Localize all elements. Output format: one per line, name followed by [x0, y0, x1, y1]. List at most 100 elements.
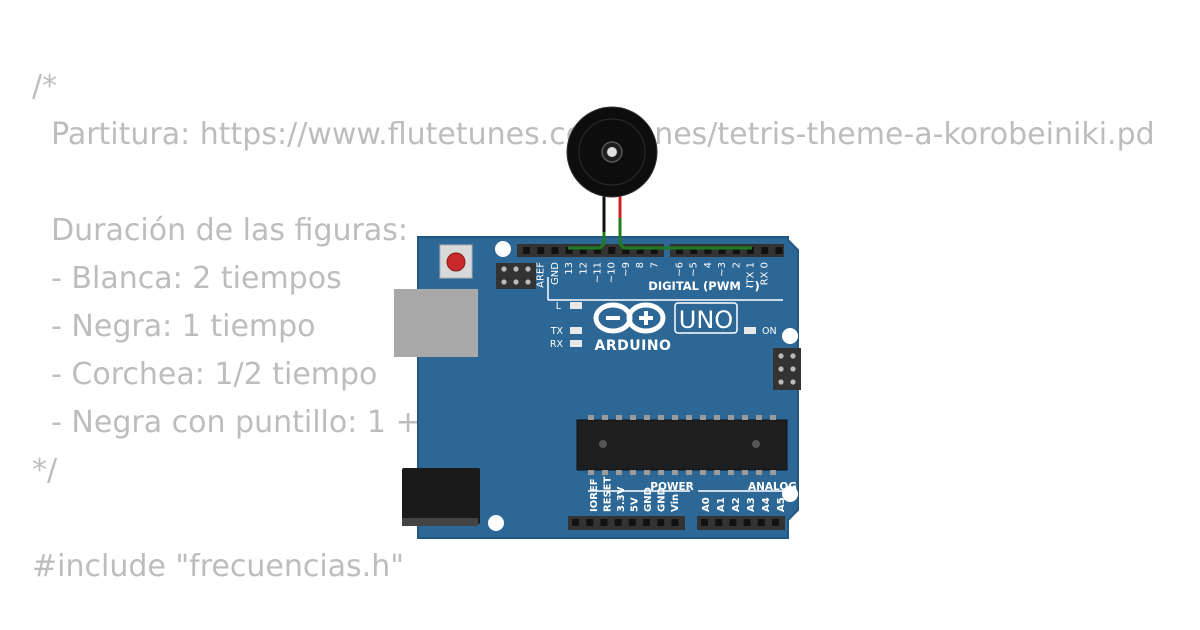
buzzer-wires [568, 196, 752, 250]
pin-socket[interactable] [775, 247, 783, 254]
power-pin-label: 5V [630, 497, 641, 512]
power-header-label: POWER [650, 481, 693, 493]
svg-text:ON: ON [762, 326, 777, 337]
digital-pin-label: 12 [578, 262, 589, 275]
analog-pin-label: A5 [776, 497, 787, 512]
power-pin-label: GND [657, 487, 668, 512]
uno-badge [674, 302, 738, 334]
pin-socket[interactable] [523, 247, 530, 254]
analog-header-label: ANALOG IN [748, 481, 813, 493]
analog-pin-header [697, 516, 785, 530]
pin-socket[interactable] [701, 519, 708, 526]
analog-pin-label: A1 [716, 497, 727, 512]
mounting-hole [782, 486, 798, 502]
pin-socket[interactable] [743, 519, 751, 526]
code-line: - Corchea: 1/2 tiempo [32, 357, 378, 392]
analog-pin-label: A3 [746, 497, 757, 512]
pin-socket[interactable] [732, 247, 740, 254]
digital-pin-label: TX 1 [746, 262, 757, 286]
analog-pin-label: A0 [701, 497, 712, 512]
power-pin-label: RESET [603, 476, 614, 512]
pin-socket[interactable] [614, 519, 622, 526]
digital-pin-label: 4 [703, 262, 714, 268]
mounting-hole [782, 328, 798, 344]
pin-socket[interactable] [551, 247, 559, 254]
digital-pin-label: GND [550, 262, 561, 285]
pin-socket[interactable] [643, 519, 650, 526]
power-pin-label: GND [643, 487, 654, 512]
pin-socket[interactable] [579, 247, 587, 254]
svg-text:RX: RX [550, 339, 564, 350]
code-line: - Blanca: 2 tiempos [32, 261, 342, 296]
usb-connector [394, 289, 478, 357]
led-on: ON [744, 326, 777, 337]
board-model: UNO [679, 306, 733, 334]
reset-button[interactable] [446, 252, 466, 272]
pin-socket[interactable] [676, 247, 683, 254]
code-line: Duración de las figuras: [32, 213, 408, 248]
pin-socket[interactable] [572, 519, 579, 526]
pin-socket[interactable] [608, 247, 616, 254]
pin-socket[interactable] [747, 247, 754, 254]
pin-socket[interactable] [772, 519, 779, 526]
mounting-hole [495, 241, 511, 257]
code-line: */ [32, 453, 58, 488]
icsp-header-top [496, 263, 536, 289]
led-tx: TX [550, 326, 582, 337]
digital-pwm-label: DIGITAL (PWM ~) [648, 279, 759, 293]
digital-pin-label: ~10 [607, 262, 618, 283]
pin-socket[interactable] [690, 247, 698, 254]
led-rx: RX [550, 339, 582, 350]
svg-text:TX: TX [550, 326, 564, 337]
code-line: #include "frecuencias.h" [32, 549, 405, 584]
pin-socket[interactable] [594, 247, 601, 254]
pin-socket[interactable] [671, 519, 679, 526]
code-line: - Negra: 1 tiempo [32, 309, 316, 344]
power-pin-label: Vin [670, 494, 681, 512]
digital-pin-label: ~9 [621, 262, 632, 277]
digital-pin-label: AREF [536, 262, 547, 288]
mounting-hole [488, 515, 504, 531]
microcontroller-chip [576, 415, 788, 475]
icsp-header-right [773, 348, 801, 390]
analog-pin-labels: A0 A1 A2 A3 A4 A5 [701, 497, 787, 512]
digital-pin-label: 7 [649, 262, 660, 268]
pin-socket[interactable] [586, 519, 594, 526]
code-line: /* [32, 69, 58, 104]
pin-socket[interactable] [715, 519, 723, 526]
pin-socket[interactable] [622, 247, 630, 254]
power-jack [402, 468, 480, 524]
pin-socket[interactable] [718, 247, 726, 254]
pin-socket[interactable] [757, 519, 765, 526]
analog-pin-label: A4 [761, 497, 772, 512]
power-pin-label: 3.3V [616, 486, 627, 512]
pin-socket[interactable] [704, 247, 712, 254]
pin-socket[interactable] [600, 519, 608, 526]
digital-pin-label: ~5 [689, 262, 700, 277]
pin-socket[interactable] [636, 247, 644, 254]
digital-pin-label: ~6 [675, 262, 686, 277]
arduino-logo-text: ARDUINO [595, 338, 672, 354]
pin-socket[interactable] [628, 519, 636, 526]
analog-pin-label: A2 [731, 497, 742, 512]
power-pin-header [568, 516, 685, 530]
svg-text:L: L [556, 301, 562, 312]
pin-socket[interactable] [650, 247, 658, 254]
piezo-buzzer[interactable] [566, 106, 658, 198]
digital-pin-label: ~3 [717, 262, 728, 277]
code-line: Partitura: https://www.flutetunes.com/tu… [51, 117, 1155, 152]
digital-pin-label: 13 [564, 262, 575, 275]
digital-pin-header [517, 244, 784, 257]
pin-socket[interactable] [657, 519, 665, 526]
digital-pin-label: 2 [731, 262, 742, 268]
pin-socket[interactable] [565, 247, 573, 254]
digital-pin-label: RX 0 [760, 262, 771, 285]
pin-socket[interactable] [761, 247, 769, 254]
pin-socket[interactable] [729, 519, 737, 526]
code-line: - Negra con puntillo: 1 + [32, 405, 421, 440]
power-pin-label: IOREF [589, 478, 600, 512]
pin-socket[interactable] [537, 247, 545, 254]
digital-pin-label: 8 [635, 262, 646, 268]
